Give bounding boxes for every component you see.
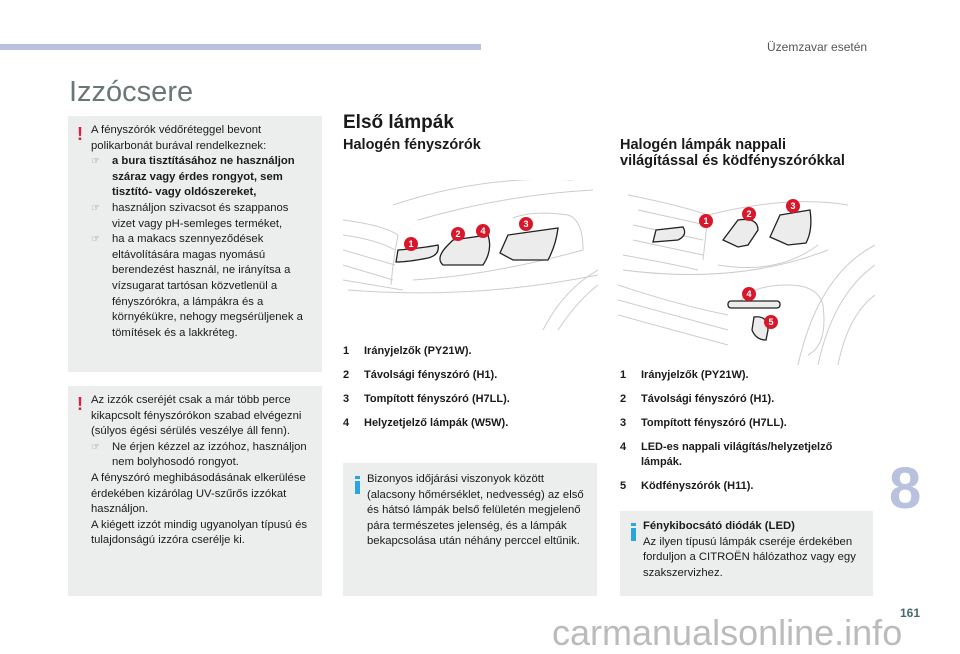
- info-icon: [631, 523, 636, 541]
- info-text: Bizonyos időjárási viszonyok között (ala…: [367, 473, 584, 548]
- info-box-condensation: Bizonyos időjárási viszonyok között (ala…: [343, 463, 597, 596]
- diagram-marker: 2: [746, 209, 751, 219]
- warning-paragraph: A fényszóró meghibásodásának elkerülése …: [91, 471, 306, 516]
- pointer-icon: ☞: [91, 441, 100, 453]
- warning-box-lens: ! A fényszórók védőréteggel bevont polik…: [68, 116, 322, 372]
- diagram-marker: 1: [703, 216, 708, 226]
- info-title: Fénykibocsátó diódák (LED): [643, 520, 795, 532]
- diagram-marker: 4: [746, 289, 751, 299]
- watermark: carmanualsonline.info: [552, 612, 903, 653]
- info-box-led: Fénykibocsátó diódák (LED) Az ilyen típu…: [620, 511, 873, 596]
- page-number: 161: [900, 606, 921, 620]
- warning-intro: A fényszórók védőréteggel bevont polikar…: [91, 124, 267, 152]
- diagram-marker: 4: [480, 226, 485, 236]
- pointer-icon: ☞: [91, 234, 100, 246]
- chapter-number: 8: [889, 456, 922, 521]
- warning-intro: Az izzók cseréjét csak a már több perce …: [91, 394, 302, 438]
- header-bar: [0, 44, 481, 50]
- info-icon: [355, 476, 360, 494]
- warning-icon: !: [77, 124, 83, 144]
- diagram-marker: 3: [790, 201, 795, 211]
- subsection-heading: Halogén fényszórók: [343, 137, 481, 153]
- section-title: Üzemzavar esetén: [767, 40, 868, 54]
- warning-paragraph: A kiégett izzót mindig ugyanolyan típusú…: [91, 518, 308, 547]
- diagram-marker: 2: [455, 229, 460, 239]
- section-heading: Első lámpák: [343, 112, 454, 133]
- warning-box-bulbs: ! Az izzók cseréjét csak a már több perc…: [68, 386, 322, 596]
- warning-bullet: ha a makacs szennyeződések eltávolításár…: [112, 233, 303, 339]
- warning-bullet: használjon szivacsot és szappanos vizet …: [112, 201, 289, 230]
- diagram-marker: 3: [523, 219, 528, 229]
- headlamp-diagram-daytime: 1 2 3 4 5: [618, 194, 875, 365]
- warning-icon: !: [77, 394, 83, 414]
- diagram-marker: 1: [408, 239, 413, 249]
- page-title: Izzócsere: [69, 76, 194, 108]
- diagram-marker: 5: [768, 317, 773, 327]
- info-text: Az ilyen típusú lámpák cseréje érdekében…: [643, 535, 856, 579]
- warning-bullet: Ne érjen kézzel az izzóhoz, használjon n…: [112, 440, 307, 469]
- headlamp-diagram-halogen: 1 2 4 3: [343, 180, 598, 330]
- warning-bullet: a bura tisztításához ne használjon szára…: [112, 155, 295, 199]
- pointer-icon: ☞: [91, 202, 100, 214]
- pointer-icon: ☞: [91, 156, 100, 168]
